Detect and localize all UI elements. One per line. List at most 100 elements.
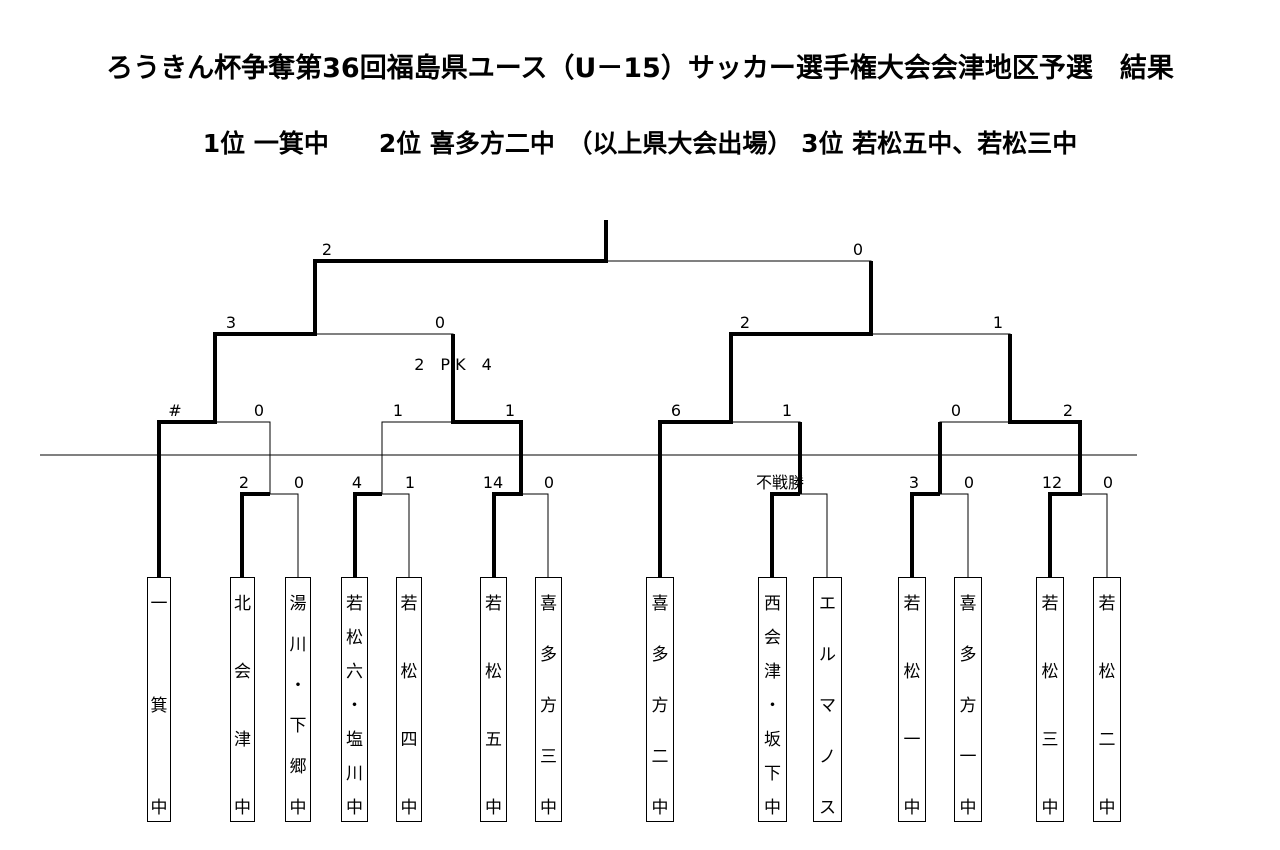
team-box: 若松二中 — [1093, 577, 1121, 822]
team-name-char: 一 — [903, 730, 921, 750]
team-name-char: 松 — [1041, 662, 1059, 682]
team-box: 若松五中 — [480, 577, 507, 822]
team-name-char: ス — [819, 798, 836, 818]
score-final-right: 0 — [853, 240, 863, 259]
score-r1m3-left: 14 — [483, 473, 503, 492]
team-box: 西会津・坂下中 — [758, 577, 787, 822]
team-name-char: 多 — [959, 645, 977, 665]
team-name-char: 多 — [540, 645, 557, 665]
score-sf1-left: 3 — [226, 313, 236, 332]
team-name-char: 一 — [959, 747, 977, 767]
score-sf1-pk: 2 P K 4 — [414, 355, 492, 374]
score-sf1-right: 0 — [435, 313, 445, 332]
score-labels: 2 0 4 1 14 0 不戦勝 3 0 12 0 # 0 1 1 6 1 0 … — [168, 240, 1113, 492]
team-box: 若松三中 — [1036, 577, 1064, 822]
team-box: 喜多方三中 — [535, 577, 562, 822]
score-r1m2-left: 4 — [352, 473, 362, 492]
team-name-char: 会 — [234, 662, 251, 682]
score-r1m6-left: 12 — [1042, 473, 1062, 492]
final-lines — [314, 220, 872, 334]
team-name-char: ・ — [346, 696, 363, 716]
team-name-char: 一 — [150, 594, 168, 614]
score-r1m1-right: 0 — [294, 473, 304, 492]
score-r2m2-left: 1 — [393, 401, 403, 420]
score-r2m4-left: 0 — [951, 401, 961, 420]
team-name-char: 中 — [1098, 798, 1116, 818]
score-r2m1-left: # — [168, 401, 181, 420]
page-title: ろうきん杯争奪第36回福島県ユース（U－15）サッカー選手権大会会津地区予選 結… — [106, 53, 1174, 84]
semifinal-lines — [214, 333, 1011, 422]
score-r2m1-right: 0 — [254, 401, 264, 420]
team-box: 一箕中 — [147, 577, 171, 822]
team-name-char: 坂 — [764, 730, 781, 750]
team-name-char: 方 — [540, 696, 557, 716]
team-name-char: 二 — [651, 747, 669, 767]
team-name-char: 中 — [959, 798, 977, 818]
team-name-char: 喜 — [959, 594, 977, 614]
team-name-char: 六 — [346, 662, 363, 682]
score-r1m1-left: 2 — [239, 473, 249, 492]
team-name-char: 中 — [150, 798, 168, 818]
team-name-char: マ — [819, 696, 836, 716]
team-name-char: エ — [819, 594, 836, 614]
team-name-char: 中 — [485, 798, 502, 818]
team-name-char: 塩 — [346, 730, 363, 750]
team-name-char: 五 — [485, 730, 502, 750]
team-name-char: 方 — [959, 696, 977, 716]
team-name-char: 津 — [234, 730, 251, 750]
team-name-char: 若 — [346, 594, 363, 614]
team-name-char: 北 — [234, 594, 251, 614]
score-r2m2-right: 1 — [505, 401, 515, 420]
score-r2m4-right: 2 — [1063, 401, 1073, 420]
team-name-char: 松 — [346, 628, 363, 648]
team-name-char: 若 — [485, 594, 502, 614]
team-box: 喜多方二中 — [646, 577, 674, 822]
team-name-char: 中 — [289, 797, 307, 818]
team-name-char: 下 — [289, 716, 307, 737]
team-name-char: 喜 — [651, 594, 669, 614]
team-box: 北会津中 — [230, 577, 255, 822]
team-name-char: 郷 — [289, 757, 307, 778]
team-name-char: ノ — [819, 747, 836, 767]
team-name-char: 若 — [1041, 594, 1059, 614]
team-name-char: 湯 — [289, 594, 307, 614]
team-name-char: 会 — [764, 628, 781, 648]
team-name-char: 二 — [1098, 730, 1116, 750]
result-summary: 1位 一箕中 2位 喜多方二中 （以上県大会出場） 3位 若松五中、若松三中 — [202, 129, 1078, 158]
team-name-char: 若 — [1098, 594, 1116, 614]
team-name-char: 箕 — [150, 696, 168, 716]
team-name-char: 中 — [540, 798, 557, 818]
team-box: エルマノス — [813, 577, 842, 822]
team-name-char: 多 — [651, 645, 669, 665]
team-name-char: 松 — [1098, 662, 1116, 682]
team-name-char: 若 — [903, 594, 921, 614]
team-name-char: 三 — [540, 747, 557, 767]
team-name-char: 中 — [400, 798, 418, 818]
team-name-char: 方 — [651, 696, 669, 716]
team-name-char: 三 — [1041, 730, 1059, 750]
team-box: 若松六・塩川中 — [341, 577, 368, 822]
team-name-char: 松 — [485, 662, 502, 682]
team-name-char: ・ — [289, 675, 307, 696]
winner-paths — [157, 220, 1082, 577]
score-sf2-right: 1 — [993, 313, 1003, 332]
score-r1m5-right: 0 — [964, 473, 974, 492]
round1-lines — [241, 493, 1108, 577]
team-name-char: 西 — [764, 594, 781, 614]
team-name-char: 中 — [234, 798, 251, 818]
team-name-char: 中 — [651, 798, 669, 818]
score-r1m2-right: 1 — [405, 473, 415, 492]
score-final-left: 2 — [322, 240, 332, 259]
team-name-char: 松 — [903, 662, 921, 682]
score-sf2-left: 2 — [740, 313, 750, 332]
team-name-char: 中 — [346, 798, 363, 818]
score-r2m3-left: 6 — [671, 401, 681, 420]
team-name-char: 喜 — [540, 594, 557, 614]
team-name-char: 下 — [764, 764, 781, 784]
team-name-char: 津 — [764, 662, 781, 682]
team-name-char: 川 — [289, 634, 307, 655]
team-name-char: 川 — [346, 764, 363, 784]
team-name-char: ル — [819, 645, 836, 665]
team-box: 若松一中 — [898, 577, 926, 822]
